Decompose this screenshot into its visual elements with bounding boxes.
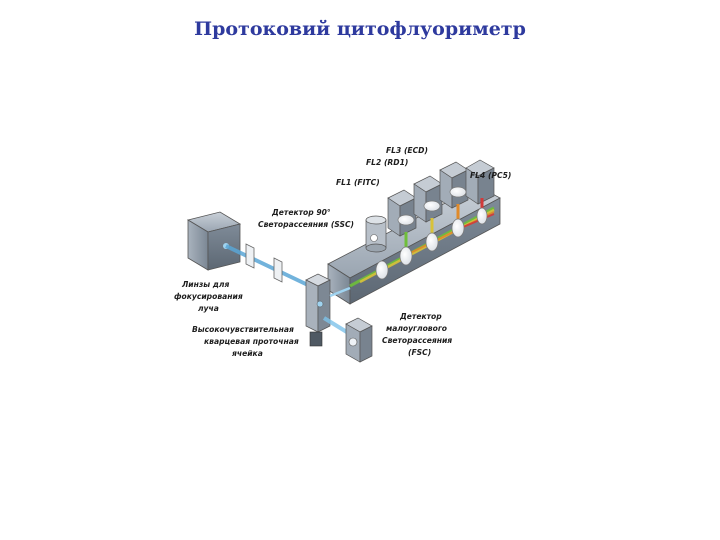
label-lens-line1: Линзы для bbox=[181, 280, 229, 289]
label-lens-line2: фокусирования bbox=[174, 292, 243, 301]
label-ssc-line1: Детектор 90° bbox=[271, 208, 331, 217]
detector-fl3 bbox=[439, 161, 469, 209]
flow-cytometer-diagram: FL3 (ECD) FL2 (RD1) FL1 (FITC) FL4 (PC5)… bbox=[160, 128, 522, 372]
label-fsc-line3: Светорассеяния bbox=[382, 336, 452, 345]
label-ssc-line2: Светорассеяния (SSC) bbox=[258, 220, 354, 229]
label-cell-line1: Высокочувствительная bbox=[192, 325, 294, 334]
label-cell-line2: кварцевая проточная bbox=[204, 337, 299, 346]
ssc-detector bbox=[365, 215, 387, 253]
label-fsc-line2: малоуглового bbox=[386, 324, 447, 333]
label-fl4: FL4 (PC5) bbox=[470, 171, 511, 180]
detector-fl4 bbox=[465, 159, 495, 205]
detector-fl2 bbox=[413, 175, 443, 223]
laser-source-box bbox=[186, 211, 242, 271]
detector-fl1 bbox=[387, 189, 417, 237]
slide-title: Протоковий цитофлуориметр bbox=[194, 18, 526, 40]
label-fsc-line1: Детектор bbox=[399, 312, 442, 321]
dichroic-mirrors bbox=[375, 186, 488, 280]
label-fsc-line4: (FSC) bbox=[408, 348, 431, 357]
focusing-lens-2 bbox=[273, 257, 283, 283]
fsc-detector bbox=[322, 316, 373, 363]
label-lens-line3: луча bbox=[198, 304, 219, 313]
label-fl1: FL1 (FITC) bbox=[336, 178, 380, 187]
laser-beam bbox=[225, 244, 318, 299]
label-fl2: FL2 (RD1) bbox=[366, 158, 408, 167]
label-fl3: FL3 (ECD) bbox=[386, 146, 428, 155]
label-cell-line3: ячейка bbox=[231, 349, 263, 358]
focusing-lens-1 bbox=[245, 243, 255, 269]
